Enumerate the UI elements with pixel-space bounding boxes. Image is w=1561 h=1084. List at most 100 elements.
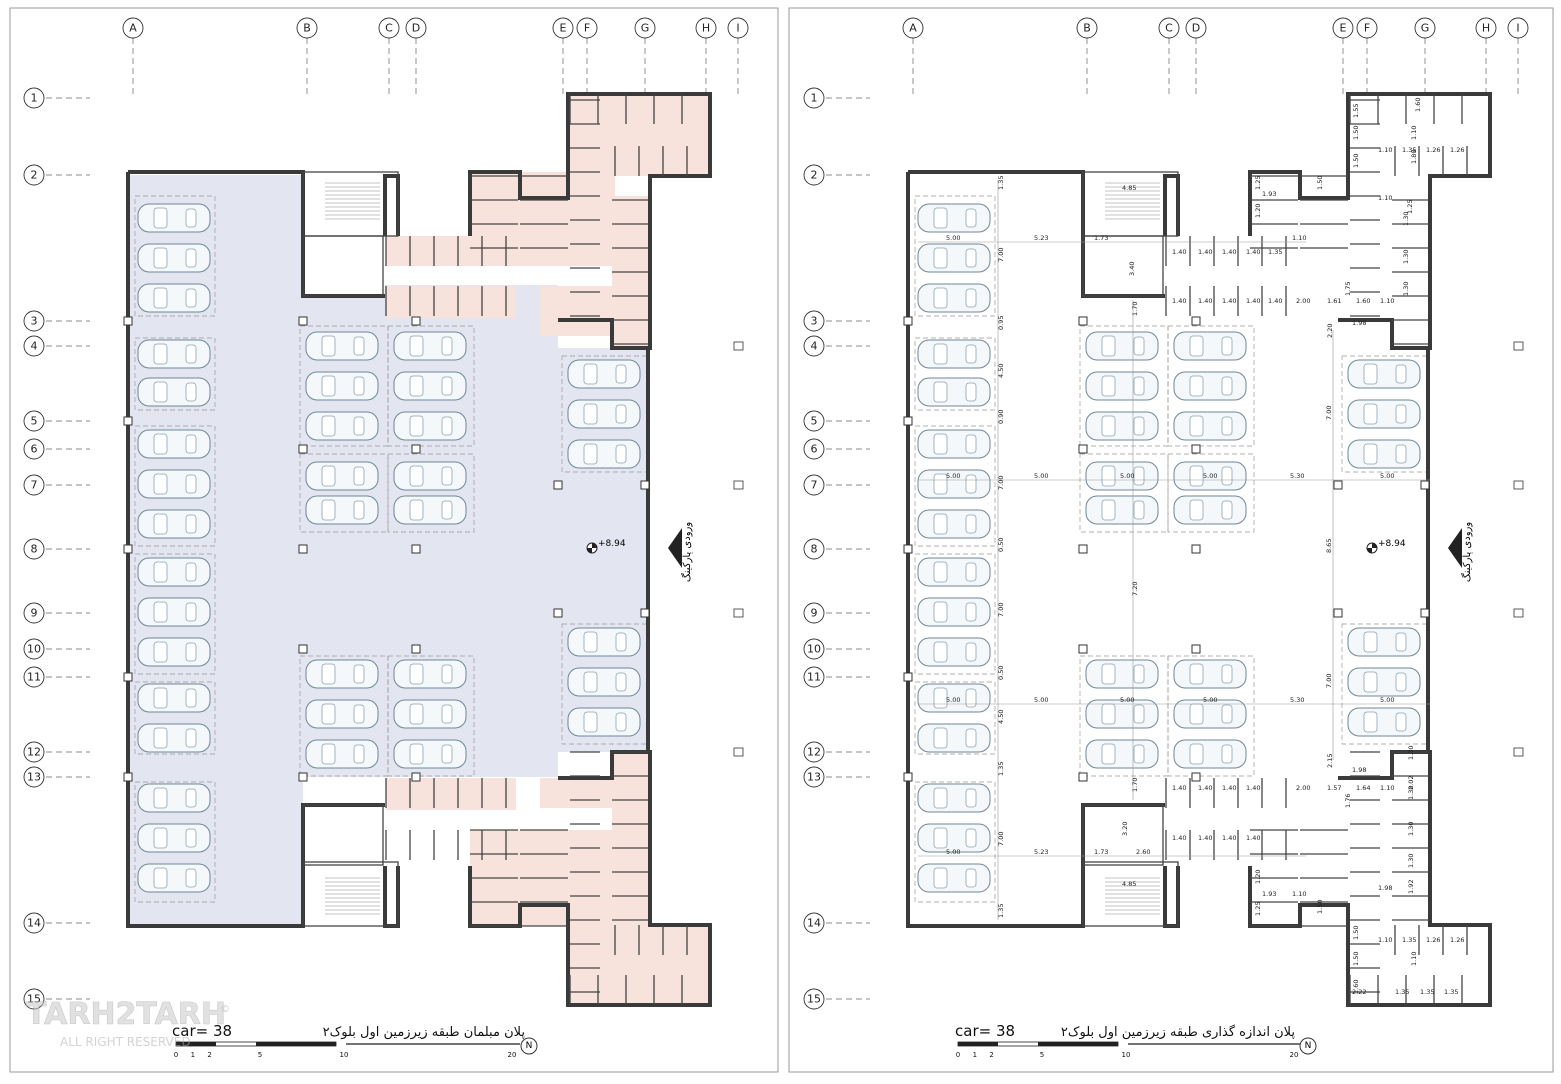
structural-column <box>298 772 308 782</box>
car-windshield <box>933 207 948 229</box>
grid-bubble-row <box>23 335 45 357</box>
car-rear-window <box>965 514 977 534</box>
car-rear-window <box>965 728 977 748</box>
storage-room-fill <box>386 236 516 266</box>
grid-label-row: 13 <box>27 771 41 784</box>
car-rear-window <box>353 416 365 436</box>
dim-unit: 1.10 <box>1378 194 1392 202</box>
car-symbol <box>305 461 379 491</box>
structural-column <box>903 416 913 426</box>
dim-unit: 1.98 <box>1352 319 1366 327</box>
car-symbol <box>1347 627 1421 657</box>
car-windshield <box>321 465 336 487</box>
watermark-subtitle: ALL RIGHT RESERVED <box>60 1035 191 1049</box>
car-rear-window <box>185 514 197 534</box>
car-rear-window <box>965 474 977 494</box>
dim-unit: 1.76 <box>1344 794 1352 808</box>
grid-bubble-col <box>902 17 924 39</box>
grid-label-col: H <box>1482 22 1490 35</box>
car-symbol <box>137 783 211 813</box>
level-marker-right: +8.94 <box>1366 539 1406 554</box>
grid-label-col: D <box>1192 22 1200 35</box>
dim-bay-width: 5.00 <box>1380 472 1394 480</box>
structural-column <box>1078 444 1088 454</box>
grid-label-row: 10 <box>807 643 821 656</box>
cars-layer <box>137 203 1421 893</box>
sheet-frame-left <box>9 7 779 1073</box>
dim-door: 2.60 <box>1136 848 1150 856</box>
dim-unit: 1.57 <box>1327 784 1341 792</box>
level-marker-left: +8.94 <box>586 539 626 554</box>
grid-bubble-row <box>803 666 825 688</box>
car-windshield <box>409 465 424 487</box>
structural-column <box>123 544 133 554</box>
grid-label-col: F <box>584 22 590 35</box>
dim-aisle-width: 5.23 <box>1034 848 1048 856</box>
structural-column <box>123 772 133 782</box>
dim-unit: 2.00 <box>1296 784 1310 792</box>
grid-bubble-col <box>1475 17 1497 39</box>
car-symbol <box>137 597 211 627</box>
car-rear-window <box>441 416 453 436</box>
car-rear-window <box>1221 664 1233 684</box>
car-symbol <box>917 823 991 853</box>
car-rear-window <box>1133 664 1145 684</box>
car-windshield <box>153 381 168 403</box>
car-symbol <box>1085 739 1159 769</box>
grid-bubble-row <box>23 164 45 186</box>
car-body <box>567 439 641 469</box>
grid-marker <box>733 480 744 490</box>
grid-bubble-col <box>552 17 574 39</box>
car-rear-window <box>1221 704 1233 724</box>
dim-unit: 1.25 <box>1254 176 1262 190</box>
structural-column <box>640 608 650 618</box>
car-windshield <box>1189 743 1204 765</box>
car-rear-window <box>185 688 197 708</box>
car-rear-window <box>1133 336 1145 356</box>
car-windshield <box>1101 335 1116 357</box>
grid-label-row: 11 <box>807 671 821 684</box>
car-body <box>917 377 991 407</box>
grid-label-col: C <box>1165 22 1173 35</box>
car-symbol <box>305 659 379 689</box>
grid-label-row: 15 <box>27 993 41 1006</box>
structural-column <box>411 444 421 454</box>
car-body <box>917 637 991 667</box>
car-windshield <box>153 343 168 365</box>
dim-unit: 1.10 <box>1292 890 1306 898</box>
car-windshield <box>321 663 336 685</box>
car-symbol <box>1173 461 1247 491</box>
dim-vertical: 1.70 <box>1131 302 1139 316</box>
car-symbol <box>1085 411 1159 441</box>
dim-unit: 1.55 <box>1352 104 1360 118</box>
car-windshield <box>321 375 336 397</box>
car-body <box>1347 667 1421 697</box>
dim-unit: 1.30 <box>1407 786 1415 800</box>
car-windshield <box>409 663 424 685</box>
car-rear-window <box>185 344 197 364</box>
dim-unit: 1.35 <box>1420 988 1434 996</box>
car-rear-window <box>965 788 977 808</box>
car-body <box>917 597 991 627</box>
grid-label-col: C <box>385 22 393 35</box>
dim-bay-width: 5.00 <box>1034 696 1048 704</box>
grid-bubble-col <box>1507 17 1529 39</box>
parking-bay <box>134 425 216 547</box>
dim-shaft: 3.40 <box>1128 262 1136 276</box>
dim-unit: 1.50 <box>1352 126 1360 140</box>
structural-column <box>298 644 308 654</box>
car-symbol <box>1173 659 1247 689</box>
dim-bay-width: 5.00 <box>1380 696 1394 704</box>
dim-unit: 1.40 <box>1172 834 1186 842</box>
car-rear-window <box>441 466 453 486</box>
car-windshield <box>321 499 336 521</box>
structural-column <box>411 644 421 654</box>
grid-bubble-row <box>803 310 825 332</box>
grid-bubble-row <box>803 335 825 357</box>
car-symbol <box>137 683 211 713</box>
car-body <box>137 377 211 407</box>
car-symbol <box>1085 659 1159 689</box>
structural-column <box>1420 480 1430 490</box>
